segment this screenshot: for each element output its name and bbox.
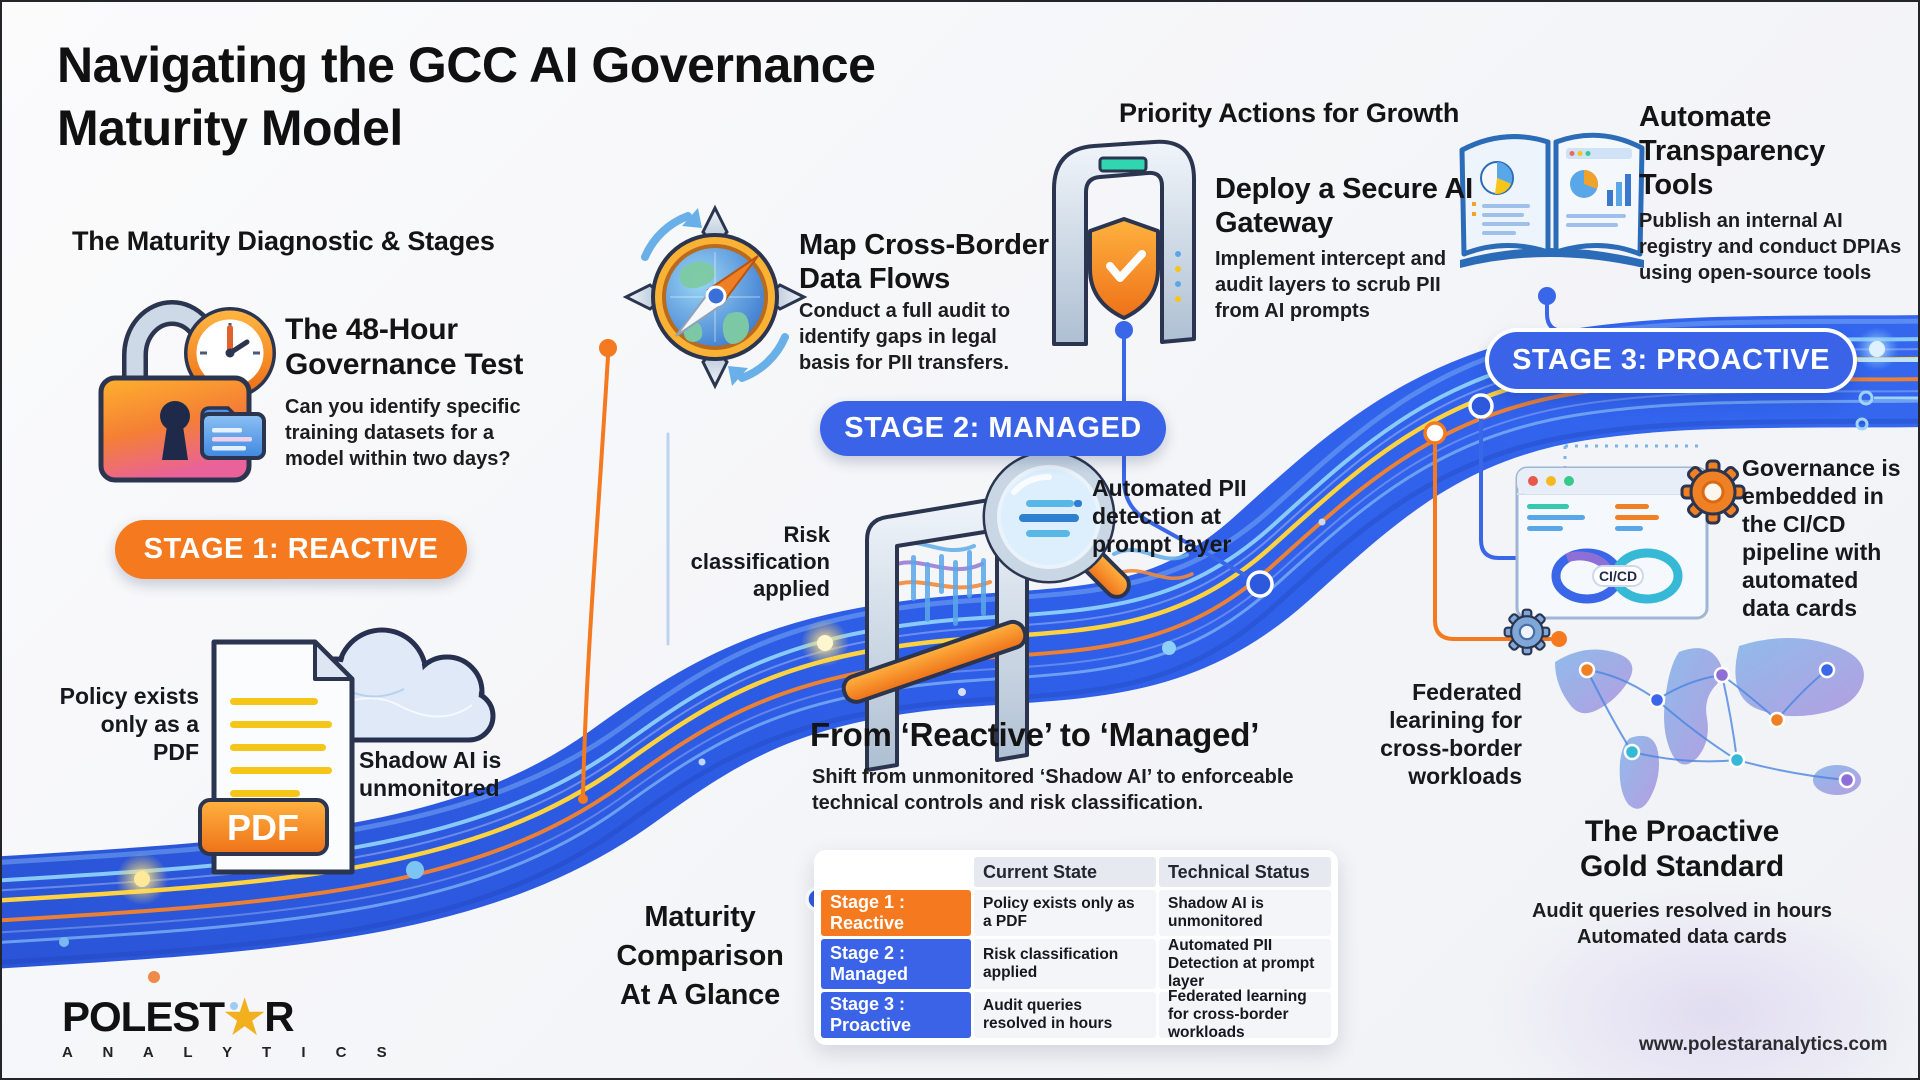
policy-pdf-label: Policy exists only as a PDF: [59, 683, 199, 766]
table-row-stage1-current: Policy exists only as a PDF: [974, 890, 1156, 936]
pii-detection-label: Automated PII detection at prompt layer: [1092, 475, 1247, 558]
section-title-priority: Priority Actions for Growth: [1119, 98, 1460, 128]
brand-subtitle: A N A L Y T I C S: [62, 1044, 400, 1061]
brand-wordmark: POLEST★R: [62, 994, 400, 1040]
connector-cicd: [1479, 416, 1538, 560]
security-arch-icon: [1052, 139, 1196, 346]
gold-body-line2: Automated data cards: [1576, 926, 1788, 948]
comparison-label: Maturity Comparison At A Glance: [602, 898, 798, 1015]
comparison-label-line1: Maturity: [644, 901, 756, 933]
page-title-line2: Maturity Model: [57, 100, 403, 156]
transition-body: Shift from unmonitored ‘Shadow AI’ to en…: [812, 766, 1294, 814]
governance-test-body: Can you identify specific training datas…: [285, 396, 521, 470]
gold-standard-heading: The Proactive Gold Standard: [1547, 814, 1817, 885]
compass-icon: [622, 204, 808, 390]
gear-blue-icon: [1503, 608, 1551, 656]
pdf-document-icon: PDF: [198, 639, 355, 875]
gate-bar: [841, 619, 1028, 704]
network-nodes: [1578, 661, 1856, 789]
gear-orange-icon: [1680, 459, 1746, 525]
world-network-icon: [1555, 638, 1864, 809]
table-row-stage3-current: Audit queries resolved in hours: [974, 992, 1156, 1038]
connector-book: [1545, 302, 1676, 333]
map-flows-heading: Map Cross-Border Data Flows: [799, 229, 1049, 296]
stage1-badge: STAGE 1: REACTIVE: [115, 520, 467, 579]
transparency-body: Publish an internal AI registry and cond…: [1639, 210, 1902, 284]
circuit-traces: [1855, 358, 1918, 431]
cicd-pipeline-icon: CI/CD: [1503, 444, 1746, 656]
comparison-label-line2: Comparison: [616, 940, 784, 973]
code-lines: [1527, 504, 1659, 531]
transition-heading: From ‘Reactive’ to ‘Managed’: [810, 716, 1260, 753]
section-title-diagnostic: The Maturity Diagnostic & Stages: [72, 226, 495, 256]
table-row-stage3-label: Stage 3 : Proactive: [821, 992, 971, 1038]
gateway-body: Implement intercept and audit layers to …: [1215, 248, 1447, 322]
infinity-loop: CI/CD: [1551, 548, 1683, 604]
gold-heading-line1: The Proactive: [1584, 815, 1780, 848]
connector-gateway: [1122, 336, 1247, 577]
table-row-stage2-label: Stage 2 : Managed: [821, 939, 971, 989]
connector-compass: [581, 354, 610, 796]
map-flows-body: Conduct a full audit to identify gaps in…: [799, 300, 1011, 374]
gold-heading-line2: Gold Standard: [1579, 850, 1785, 884]
star-icon: ★: [224, 991, 265, 1043]
federated-label: Federated learining for cross-border wor…: [1380, 679, 1522, 790]
column-header-technical-status: Technical Status: [1159, 857, 1331, 887]
data-bars: [911, 550, 986, 626]
rotation-arrows: [641, 212, 789, 382]
stage3-badge: STAGE 3: PROACTIVE: [1489, 332, 1853, 389]
gold-standard-body: Audit queries resolved in hours Automate…: [1502, 898, 1862, 950]
open-book-icon: [1459, 132, 1645, 268]
page-title-line1: Navigating the GCC AI Governance: [57, 37, 876, 93]
cicd-text: CI/CD: [1599, 568, 1637, 584]
table-row-stage2-current: Risk classification applied: [974, 939, 1156, 989]
table-row-stage3-technical: Federated learning for cross-border work…: [1159, 988, 1331, 1041]
table-row-stage1-label: Stage 1 : Reactive: [821, 890, 971, 936]
stage2-badge: STAGE 2: MANAGED: [820, 401, 1166, 456]
table-corner-cell: [821, 857, 971, 887]
governance-test-heading: The 48-Hour Governance Test: [285, 313, 524, 382]
page-title: Navigating the GCC AI Governance Maturit…: [57, 34, 1067, 160]
brand-logo: POLEST★R A N A L Y T I C S: [62, 994, 400, 1061]
lock-clock-icon: [98, 300, 276, 483]
gold-body-line1: Audit queries resolved in hours: [1531, 900, 1833, 922]
pdf-cloud-icon: PDF: [198, 627, 496, 875]
gateway-heading: Deploy a Secure AI Gateway: [1215, 173, 1474, 240]
shield-check-icon: [1088, 217, 1160, 320]
table-row-stage1-technical: Shadow AI is unmonitored: [1159, 890, 1331, 936]
redacted-lines: [1019, 500, 1082, 537]
magnifier-icon: [982, 450, 1131, 599]
indicator-dots: [1175, 251, 1181, 302]
scanner-slot: [1098, 156, 1148, 173]
brand-prefix: POLEST: [62, 993, 225, 1040]
transparency-heading: Automate Transparency Tools: [1639, 101, 1826, 202]
continents: [1555, 638, 1864, 809]
right-page-charts: [1566, 148, 1632, 227]
connector-federated: [1433, 442, 1552, 641]
pdf-badge-label: PDF: [227, 807, 299, 848]
cicd-label: Governance is embedded in the CI/CD pipe…: [1742, 455, 1901, 622]
background-wisp: [1482, 882, 1918, 1078]
comparison-table: Current State Technical Status Stage 1 :…: [814, 850, 1338, 1045]
shadow-ai-label: Shadow AI is unmonitored: [359, 747, 502, 802]
folder-icon: [200, 406, 266, 460]
website-url: www.polestaranalytics.com: [1639, 1034, 1888, 1055]
column-header-current-state: Current State: [974, 857, 1156, 887]
risk-classification-label: Risk classification applied: [690, 522, 830, 601]
table-row-stage2-technical: Automated PII Detection at prompt layer: [1159, 937, 1331, 990]
clock-icon: [184, 307, 276, 399]
comparison-label-line3: At A Glance: [619, 979, 781, 1012]
brand-suffix: R: [264, 993, 294, 1040]
left-page-charts: [1472, 161, 1530, 235]
